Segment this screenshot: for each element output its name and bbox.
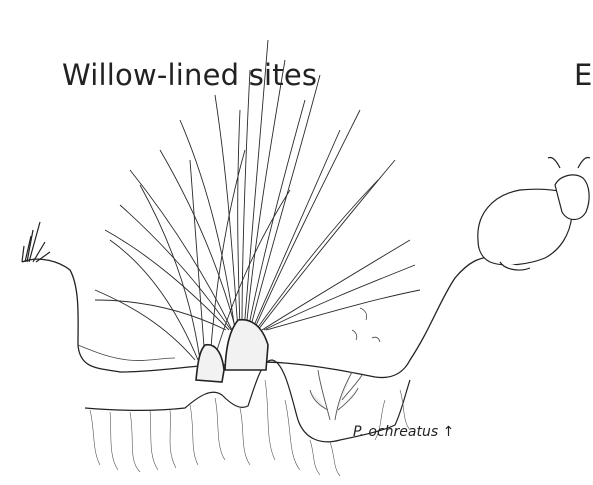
leaf-icon: [352, 308, 380, 342]
cow-icon: [478, 157, 590, 270]
willow-tree-icon: [95, 40, 420, 360]
grass-tuft-icon: [22, 222, 50, 262]
species-label: P. ochreatus ↑: [353, 424, 454, 440]
shrub-icon: [310, 370, 362, 420]
bank-line: [78, 345, 175, 361]
increase-arrow-icon: ↑: [443, 424, 455, 440]
willow-trunks: [196, 320, 268, 382]
species-name: P. ochreatus: [353, 424, 438, 440]
